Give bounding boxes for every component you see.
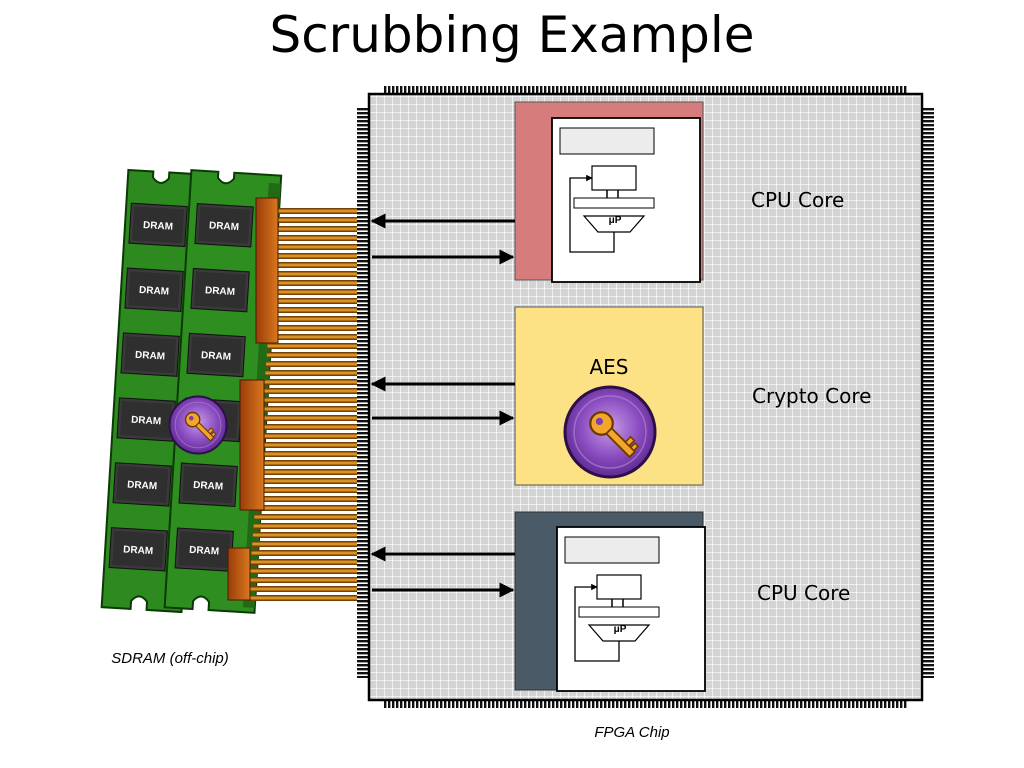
bus-wire	[252, 532, 360, 538]
bus-wire	[273, 262, 360, 268]
cpu-core-top-label: CPU Core	[751, 188, 844, 212]
bus-wire	[273, 271, 360, 277]
bus-wire	[253, 523, 360, 529]
bus-wire	[259, 442, 360, 448]
svg-text:DRAM: DRAM	[123, 544, 154, 557]
cpu-core-bottom-label: CPU Core	[757, 581, 850, 605]
svg-text:μP: μP	[609, 215, 622, 226]
bus-wire	[259, 451, 360, 457]
bus-wire	[274, 253, 360, 259]
bus-wire	[256, 487, 360, 493]
dram-chip-back-3: DRAM	[120, 332, 180, 377]
bus-wire	[255, 505, 360, 511]
svg-text:DRAM: DRAM	[139, 285, 170, 298]
dram-chip-back-5: DRAM	[112, 462, 172, 507]
dram-chip-front-6: DRAM	[174, 527, 234, 572]
bus-wire	[265, 370, 360, 376]
bus-wire	[248, 595, 360, 601]
svg-text:DRAM: DRAM	[143, 220, 174, 233]
bus-wire	[250, 559, 360, 565]
crypto-core: AES	[514, 306, 704, 486]
bus-wire	[271, 298, 360, 304]
bus-wire	[251, 550, 360, 556]
key-badge-icon-aes	[563, 385, 657, 479]
bus-wire	[266, 352, 360, 358]
svg-text:DRAM: DRAM	[135, 350, 166, 363]
crypto-core-label: Crypto Core	[752, 384, 871, 408]
dram-chip-back-6: DRAM	[108, 527, 168, 572]
bus-wire	[257, 478, 360, 484]
bus-wire	[275, 235, 360, 241]
bus-wire	[267, 343, 360, 349]
dram-chip-front-1: DRAM	[194, 203, 254, 248]
bus-wire	[252, 541, 360, 547]
svg-text:DRAM: DRAM	[127, 479, 158, 492]
dram-chip-front-2: DRAM	[190, 267, 250, 313]
dram-chip-back-2: DRAM	[124, 267, 184, 312]
bus-wire	[260, 433, 360, 439]
bus-wire	[248, 586, 360, 592]
bus-wire	[268, 325, 360, 331]
bus-wire	[255, 496, 360, 502]
bus-wire	[266, 361, 360, 367]
svg-text:DRAM: DRAM	[201, 350, 232, 363]
bus-wire	[258, 460, 360, 466]
dram-chip-back-1: DRAM	[128, 202, 188, 248]
bus-wire	[276, 226, 360, 232]
bus-wire	[263, 397, 360, 403]
slide-title: Scrubbing Example	[269, 6, 755, 64]
bus-wire	[278, 208, 360, 214]
bus-wire	[254, 514, 360, 520]
svg-text:DRAM: DRAM	[209, 220, 240, 233]
bus-wire	[269, 316, 360, 322]
dram-chip-front-5: DRAM	[178, 462, 238, 507]
microprocessor-icon-top: μP	[552, 118, 700, 282]
cpu-core-top: μP	[514, 101, 704, 282]
bus-wire	[257, 469, 360, 475]
bus-wire	[268, 334, 360, 340]
memory-bus	[248, 208, 360, 601]
svg-text:DRAM: DRAM	[193, 480, 224, 493]
cpu-core-bottom: μP	[514, 511, 705, 691]
bus-wire	[250, 568, 360, 574]
svg-text:DRAM: DRAM	[205, 285, 236, 298]
sdram-caption: SDRAM (off-chip)	[111, 650, 229, 667]
svg-text:DRAM: DRAM	[189, 545, 220, 558]
bus-wire	[262, 406, 360, 412]
bus-wire	[270, 307, 360, 313]
key-badge-icon-dram	[168, 395, 228, 455]
svg-text:DRAM: DRAM	[131, 415, 162, 428]
dram-chip-front-3: DRAM	[186, 332, 246, 378]
fpga-caption: FPGA Chip	[594, 724, 669, 741]
bus-wire	[261, 424, 360, 430]
bus-wire	[272, 280, 360, 286]
data-arrows	[370, 213, 515, 598]
svg-text:μP: μP	[614, 624, 627, 635]
bus-wire	[275, 244, 360, 250]
bus-wire	[262, 415, 360, 421]
microprocessor-icon-bottom: μP	[557, 527, 705, 691]
dram-chip-back-4: DRAM	[116, 397, 176, 442]
dram-contact-pads	[227, 197, 279, 601]
bus-wire	[264, 388, 360, 394]
bus-wire	[277, 217, 360, 223]
bus-wire	[271, 289, 360, 295]
bus-wire	[249, 577, 360, 583]
aes-label: AES	[589, 355, 628, 379]
bus-wire	[264, 379, 360, 385]
